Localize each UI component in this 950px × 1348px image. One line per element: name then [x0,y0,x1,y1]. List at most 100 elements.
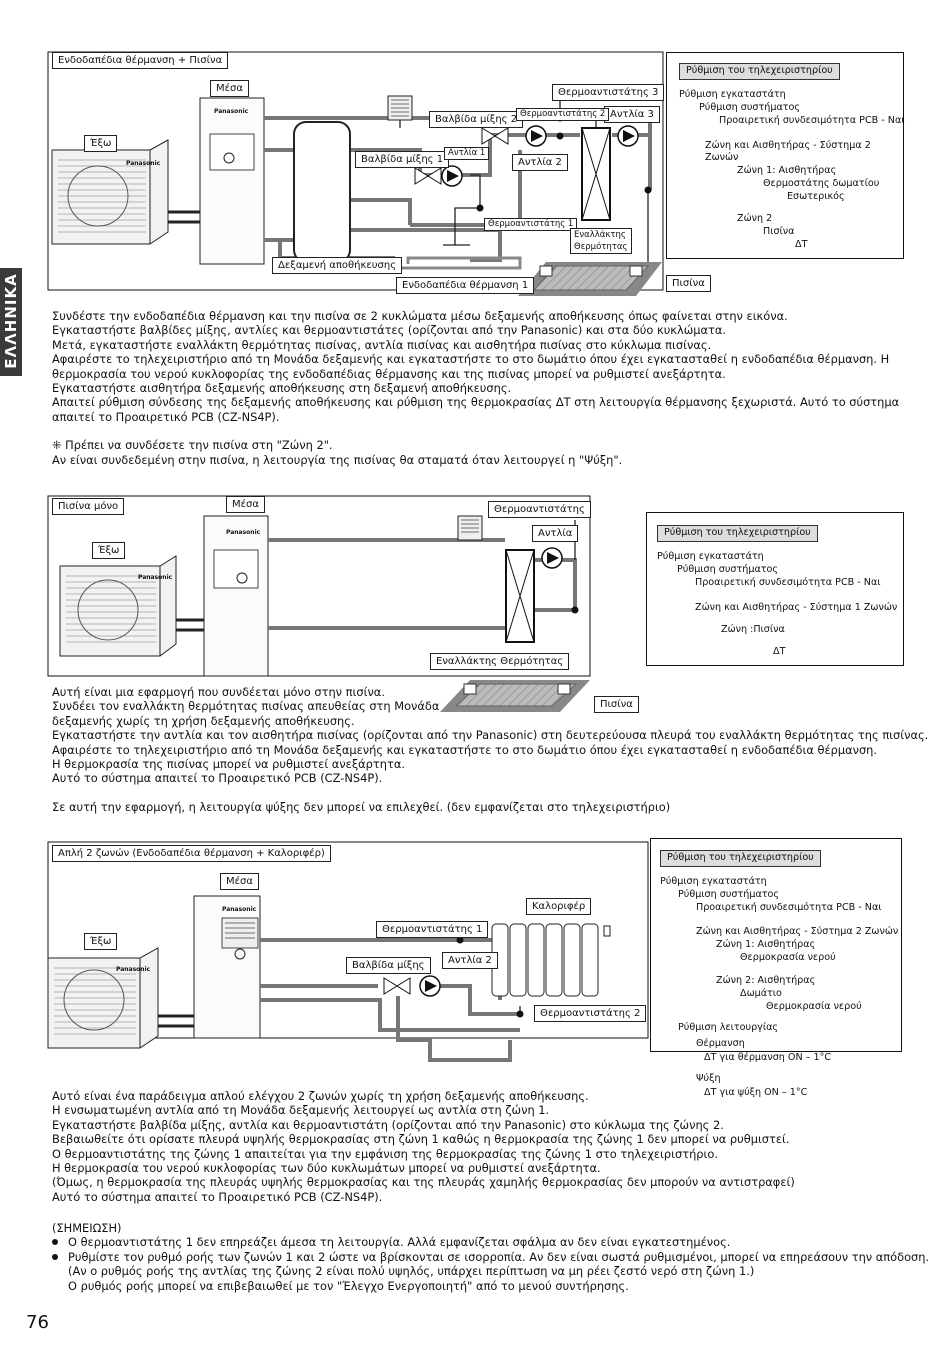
s1-settings-line: Ζώνη 2 [737,213,773,224]
s3-note-text: Ρυθμίστε τον ρυθμό ροής των ζωνών 1 και … [68,1249,930,1264]
s1-settings-line: Θερμοστάτης δωματίου [763,178,880,189]
s3-settings-line: Ρύθμιση συστήματος [678,889,780,900]
s3-text-line: Ο θερμοαντιστάτης της ζώνης 1 απαιτείται… [52,1146,718,1161]
s3-settings-line: Θέρμανση [696,1038,745,1049]
section2-diagram [47,495,591,712]
s1-label-buffer-tank: Δεξαμενή αποθήκευσης [272,257,403,274]
s3-settings-header: Ρύθμιση του τηλεχειριστηρίου [660,850,821,867]
s1-title: Ενδοδαπέδια θέρμανση + Πισίνα [52,52,229,69]
s3-label-mixing-valve: Βαλβίδα μίξης [346,957,431,974]
bullet-icon [52,1253,58,1260]
s1-heat-exchanger [581,127,611,221]
s3-settings-line: ΔΤ για θέρμανση ON – 1°C [704,1052,832,1063]
s1-label-thermostat-2: Θερμοαντιστάτης 2 [516,108,610,121]
s3-mixing-valve-symbol [383,977,411,995]
s1-mixing-valve-2-symbol [481,127,509,145]
s3-text-line: Αυτό είναι ένα παράδειγμα απλού ελέγχου … [52,1089,589,1103]
s1-outdoor-brand: Panasonic [126,160,161,167]
s2-label-indoor: Μέσα [226,496,265,513]
s1-settings-line: Ρύθμιση συστήματος [699,102,801,113]
s2-indoor-unit [203,515,269,677]
s3-settings-line: Ζώνη 2: Αισθητήρας [716,975,816,986]
s3-indoor-brand: Panasonic [222,906,257,913]
s1-text-line: Συνδέστε την ενδοδαπέδια θέρμανση και τη… [52,309,788,323]
s3-title: Απλή 2 ζωνών (Ενδοδαπέδια θέρμανση + Καλ… [52,845,331,862]
s3-note-continuation: (Αν ο ρυθμός ροής της αντλίας της ζώνης … [68,1264,755,1279]
s1-label-pool: Πισίνα [666,275,711,292]
s1-text-spacer [52,424,899,438]
s3-notes-title: (ΣΗΜΕΙΩΣΗ) [52,1221,122,1235]
language-tab: ΕΛΛΗΝΙΚΑ [0,268,22,376]
s2-settings-line: ΔΤ [773,646,786,657]
s3-text-line: Η ενσωματωμένη αντλία από τη Μονάδα δεξα… [52,1103,550,1118]
s3-note-text: Ο θερμοαντιστάτης 1 δεν επηρεάζει άμεσα … [68,1235,731,1250]
s1-settings-line: Προαιρετική συνδεσιμότητα PCB - Ναι [719,115,905,126]
s2-title: Πισίνα μόνο [52,498,125,515]
s2-indoor-brand: Panasonic [226,529,261,536]
s1-text-line: Μετά, εγκαταστήστε εναλλάκτη θερμότητας … [52,337,712,352]
s3-settings-line: Ζώνη 1: Αισθητήρας [716,939,816,950]
s2-text-line: δεξαμενής χωρίς τη χρήση δεξαμενής αποθή… [52,713,355,728]
s1-settings-line: Ζώνη και Αισθητήρας - Σύστημα 2 [705,140,871,151]
s3-text-line: Η θερμοκρασία του νερού κυκλοφορίας των … [52,1161,601,1176]
s2-settings-line: Προαιρετική συνδεσιμότητα PCB - Ναι [695,577,881,588]
s1-label-floor-heating-1: Ενδοδαπέδια θέρμανση 1 [396,277,535,294]
s1-settings-line: Ζώνη 1: Αισθητήρας [737,165,837,176]
s3-notes: (ΣΗΜΕΙΩΣΗ) Ο θερμοαντιστάτης 1 δεν επηρε… [52,1221,929,1293]
s2-text-line: Συνδέει τον εναλλάκτη θερμότητας πισίνας… [52,699,440,714]
s3-settings-line: Ζώνη και Αισθητήρας - Σύστημα 2 Ζωνών [696,926,899,937]
s3-note-item: Ο θερμοαντιστάτης 1 δεν επηρεάζει άμεσα … [52,1235,929,1249]
section3-diagram [47,841,649,1062]
s1-outdoor-unit [51,139,169,245]
s3-note-item: Ρυθμίστε τον ρυθμό ροής των ζωνών 1 και … [52,1250,929,1264]
s2-outdoor-brand: Panasonic [138,574,173,581]
s2-description: Αυτή είναι μια εφαρμογή που συνδέεται μό… [52,685,928,814]
s2-text-line: Σε αυτή την εφαρμογή, η λειτουργία ψύξης… [52,799,671,814]
s1-settings-line: Ζωνών [705,152,739,163]
s3-settings-line: Ψύξη [696,1073,721,1084]
s2-settings-line: Ζώνη :Πισίνα [721,624,785,635]
s2-text-spacer [52,786,928,800]
s2-settings-header: Ρύθμιση του τηλεχειριστηρίου [657,525,818,542]
s2-remote-settings-box: Ρύθμιση του τηλεχειριστηρίου Ρύθμιση εγκ… [646,512,904,666]
s2-label-pool: Πισίνα [594,696,639,713]
s3-label-thermostat-1: Θερμοαντιστάτης 1 [376,921,489,938]
bullet-icon [52,1239,58,1246]
s2-text-line: Αφαιρέστε το τηλεχειριστήριο από τη Μονά… [52,742,878,757]
s3-outdoor-unit [47,947,159,1049]
s1-label-indoor: Μέσα [210,80,249,97]
s2-text-line: Αυτή είναι μια εφαρμογή που συνδέεται μό… [52,685,385,699]
s1-settings-line: Εσωτερικός [787,191,845,202]
s3-text-line: Βεβαιωθείτε ότι ορίσατε πλευρά υψηλής θε… [52,1132,790,1147]
s1-label-outdoor: Έξω [84,135,118,152]
s2-label-heat-exchanger: Εναλλάκτης Θερμότητας [430,653,570,670]
s1-label-pump-3: Αντλία 3 [604,106,660,123]
s1-label-mixing-valve-1: Βαλβίδα μίξης 1 [355,151,450,168]
s3-outdoor-brand: Panasonic [116,966,151,973]
s2-settings-line: Ρύθμιση εγκαταστάτη [657,551,764,562]
s2-outdoor-unit [59,555,177,657]
s3-radiator [491,923,611,997]
s2-text-line: Αυτό το σύστημα απαιτεί το Προαιρετικό P… [52,771,383,786]
s3-settings-line: Προαιρετική συνδεσιμότητα PCB - Ναι [696,902,882,913]
s1-text-line: απαιτεί το Προαιρετικό PCB (CZ-NS4P). [52,409,280,424]
s1-text-line: Εγκαταστήστε αισθητήρα δεξαμενής αποθήκε… [52,381,512,396]
s2-text-line: Η θερμοκρασία της πισίνας μπορεί να ρυθμ… [52,757,405,772]
s1-text-line: Αφαιρέστε το τηλεχειριστήριο από τη Μονά… [52,352,890,367]
s1-label-thermostat-3: Θερμοαντιστάτης 3 [552,84,665,101]
s3-label-pump-2: Αντλία 2 [442,952,498,969]
s3-settings-line: Θερμοκρασία νερού [766,1001,862,1012]
s1-text-line: ⁜ Πρέπει να συνδέσετε την πισίνα στη "Ζώ… [52,438,333,453]
s2-label-outdoor: Έξω [92,542,126,559]
s3-text-line: Αυτό το σύστημα απαιτεί το Προαιρετικό P… [52,1189,383,1204]
s1-label-pump-2: Αντλία 2 [512,154,568,171]
s3-label-outdoor: Έξω [84,933,118,950]
s3-description: Αυτό είναι ένα παράδειγμα απλού ελέγχου … [52,1089,795,1204]
s3-label-indoor: Μέσα [220,873,259,890]
s1-buffer-tank [293,121,351,263]
s1-text-line: Εγκαταστήστε βαλβίδες μίξης, αντλίες και… [52,323,727,338]
s3-settings-line: Ρύθμιση λειτουργίας [678,1022,779,1033]
s3-label-thermostat-2: Θερμοαντιστάτης 2 [534,1005,647,1022]
s1-label-pump-1: Αντλία 1 [444,147,490,160]
